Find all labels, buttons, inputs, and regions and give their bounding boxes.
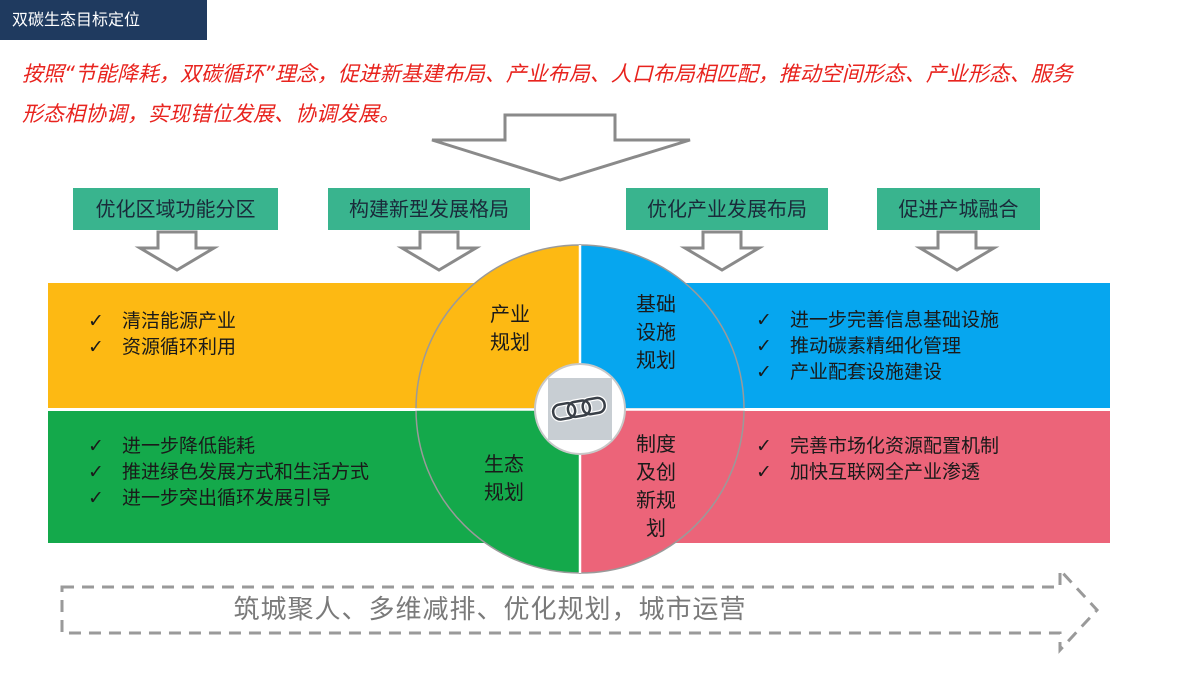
tag-arrow-4 (914, 230, 1000, 272)
list-item: ✓ 完善市场化资源配置机制 (756, 433, 999, 459)
list-item-text: 推动碳素精细化管理 (790, 335, 962, 357)
sector-pink (579, 408, 745, 574)
list-item: ✓ 加快互联网全产业渗透 (756, 459, 999, 485)
main-down-arrow (431, 113, 691, 182)
sector-green (415, 408, 581, 574)
label-line: 制度 (636, 432, 676, 456)
list-item: ✓ 推动碳素精细化管理 (756, 333, 999, 359)
list-infrastructure-planning: ✓ 进一步完善信息基础设施 ✓ 推动碳素精细化管理 ✓ 产业配套设施建设 (756, 307, 999, 385)
list-item-text: 资源循环利用 (122, 336, 237, 358)
list-item-text: 进一步降低能耗 (122, 435, 256, 457)
list-industry-planning: ✓ 清洁能源产业 ✓ 资源循环利用 (88, 308, 236, 360)
tag-new-development-pattern: 构建新型发展格局 (328, 188, 530, 230)
label-line: 及创 (636, 460, 676, 484)
label-ecology-planning: 生态 规划 (472, 450, 536, 506)
label-line: 规划 (484, 480, 524, 504)
label-line: 生态 (484, 452, 524, 476)
list-item: ✓ 进一步完善信息基础设施 (756, 307, 999, 333)
label-line: 规划 (490, 330, 530, 354)
check-icon: ✓ (88, 310, 104, 332)
tag-arrow-1 (134, 230, 220, 272)
check-icon: ✓ (756, 435, 772, 457)
intro-text: 按照“节能降耗，双碳循环”理念，促进新基建布局、产业布局、人口布局相匹配，推动空… (22, 54, 1182, 134)
list-item: ✓ 产业配套设施建设 (756, 359, 999, 385)
list-item: ✓ 清洁能源产业 (88, 308, 236, 334)
tag-arrow-3 (679, 230, 765, 272)
check-icon: ✓ (88, 435, 104, 457)
list-item-text: 进一步突出循环发展引导 (122, 487, 332, 509)
tag-industry-city-integration: 促进产城融合 (877, 188, 1040, 230)
check-icon: ✓ (88, 336, 104, 358)
label-line: 基础 (636, 292, 676, 316)
tag-optimize-zoning: 优化区域功能分区 (73, 188, 278, 230)
chain-link-icon (534, 363, 626, 455)
tag-optimize-industry-layout: 优化产业发展布局 (626, 188, 828, 230)
bottom-dashed-arrow (60, 566, 1100, 654)
list-item: ✓ 推进绿色发展方式和生活方式 (88, 459, 369, 485)
list-item: ✓ 进一步降低能耗 (88, 433, 369, 459)
list-item-text: 产业配套设施建设 (790, 361, 943, 383)
label-line: 划 (646, 516, 666, 540)
bottom-banner-text: 筑城聚人、多维减排、优化规划，城市运营 (233, 595, 747, 625)
label-line: 新规 (636, 488, 676, 512)
list-item-text: 进一步完善信息基础设施 (790, 309, 1000, 331)
intro-line-1: 按照“节能降耗，双碳循环”理念，促进新基建布局、产业布局、人口布局相匹配，推动空… (22, 62, 1073, 86)
list-ecology-planning: ✓ 进一步降低能耗 ✓ 推进绿色发展方式和生活方式 ✓ 进一步突出循环发展引导 (88, 433, 369, 511)
list-item-text: 完善市场化资源配置机制 (790, 435, 1000, 457)
sector-yellow (415, 244, 581, 410)
check-icon: ✓ (756, 361, 772, 383)
check-icon: ✓ (88, 461, 104, 483)
list-item-text: 加快互联网全产业渗透 (790, 461, 981, 483)
check-icon: ✓ (756, 309, 772, 331)
list-item: ✓ 进一步突出循环发展引导 (88, 485, 369, 511)
check-icon: ✓ (756, 461, 772, 483)
label-infrastructure-planning: 基础 设施 规划 (624, 290, 688, 374)
slide-title: 双碳生态目标定位 (0, 0, 207, 40)
list-item-text: 推进绿色发展方式和生活方式 (122, 461, 370, 483)
label-industry-planning: 产业 规划 (478, 300, 542, 356)
check-icon: ✓ (88, 487, 104, 509)
list-item-text: 清洁能源产业 (122, 310, 237, 332)
label-line: 产业 (490, 302, 530, 326)
check-icon: ✓ (756, 335, 772, 357)
sector-blue (579, 244, 745, 410)
tag-arrow-2 (396, 230, 482, 272)
label-line: 设施 (636, 320, 676, 344)
list-institution-innovation-planning: ✓ 完善市场化资源配置机制 ✓ 加快互联网全产业渗透 (756, 433, 999, 485)
label-line: 规划 (636, 348, 676, 372)
intro-line-2: 形态相协调，实现错位发展、协调发展。 (22, 102, 400, 126)
list-item: ✓ 资源循环利用 (88, 334, 236, 360)
label-institution-innovation-planning: 制度 及创 新规 划 (624, 430, 688, 542)
